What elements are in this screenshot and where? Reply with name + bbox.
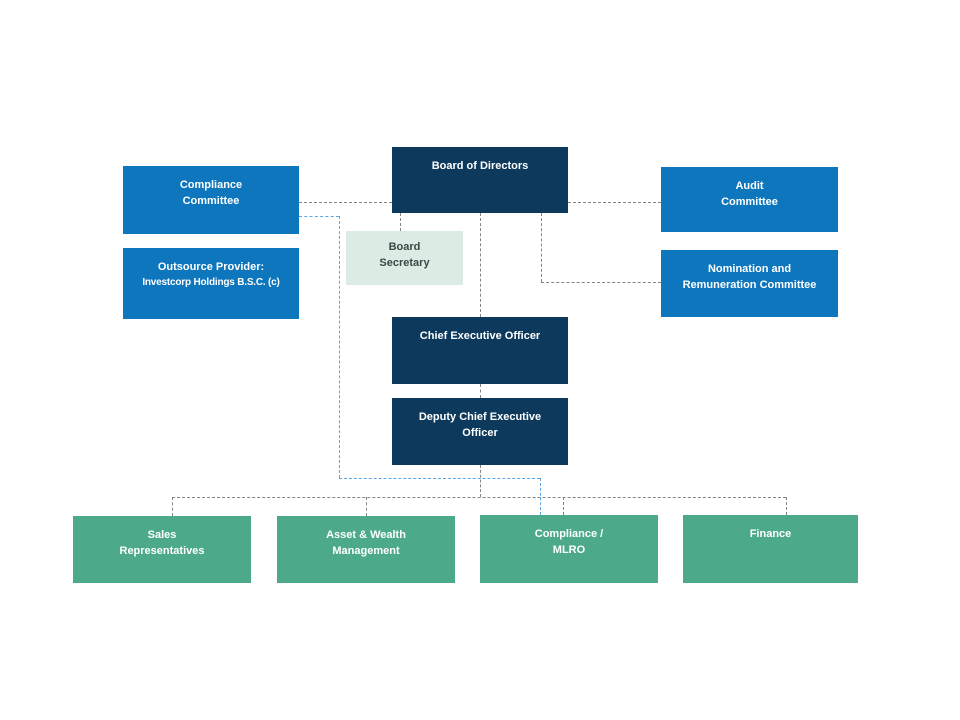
node-label: Finance (749, 528, 792, 540)
node-label: Nomination and (707, 263, 792, 275)
node-label: Asset & Wealth (326, 529, 406, 541)
node-label: Investcorp Holdings B.S.C. (c) (142, 277, 280, 288)
connector-board-to-ceo (480, 213, 481, 317)
connector-board-to-nomination-vertical (541, 213, 542, 282)
connector-bus-to-compliance-mlro (563, 497, 564, 515)
node-label: Compliance / (534, 528, 604, 540)
connector-bus-to-sales (172, 497, 173, 516)
node-label: Outsource Provider: (157, 261, 265, 273)
connector-blue-compliance-to-mlro (540, 478, 541, 515)
node-label: MLRO (552, 544, 586, 556)
node-label: Chief Executive Officer (419, 330, 541, 342)
node-outsource-provider: Outsource Provider: Investcorp Holdings … (123, 248, 299, 319)
node-deputy-chief-executive-officer: Deputy Chief Executive Officer (392, 398, 568, 465)
connector-blue-compliance-horizontal-top (299, 216, 339, 217)
connector-bus-to-finance (786, 497, 787, 515)
node-finance: Finance (683, 515, 858, 583)
node-label: Committee (182, 195, 240, 207)
node-compliance-committee: Compliance Committee (123, 166, 299, 234)
connector-board-to-audit-committee (568, 202, 661, 203)
node-label: Sales (147, 529, 177, 541)
node-board-secretary: Board Secretary (346, 231, 463, 285)
connector-ceo-to-deputy-ceo (480, 384, 481, 398)
connector-deputy-ceo-to-bus (480, 465, 481, 497)
connector-compliance-committee-to-board (299, 202, 392, 203)
connector-blue-compliance-vertical (339, 216, 340, 478)
connector-bus-to-asset-wealth (366, 497, 367, 516)
connector-board-to-board-secretary (400, 213, 401, 231)
node-chief-executive-officer: Chief Executive Officer (392, 317, 568, 384)
connector-bottom-bus (172, 497, 786, 498)
node-audit-committee: Audit Committee (661, 167, 838, 232)
node-label: Remuneration Committee (682, 279, 817, 291)
node-label: Board (388, 241, 421, 253)
node-label: Committee (721, 196, 778, 208)
node-label: Officer (462, 427, 498, 439)
node-label: Compliance (179, 179, 243, 191)
node-label: Secretary (379, 257, 430, 269)
node-label: Audit (735, 180, 764, 192)
node-asset-wealth-management: Asset & Wealth Management (277, 516, 455, 583)
node-label: Management (332, 545, 400, 557)
node-sales-representatives: Sales Representatives (73, 516, 251, 583)
node-label: Representatives (119, 545, 205, 557)
node-label: Board of Directors (431, 160, 529, 172)
node-board-of-directors: Board of Directors (392, 147, 568, 213)
node-nomination-remuneration-committee: Nomination and Remuneration Committee (661, 250, 838, 317)
node-compliance-mlro: Compliance / MLRO (480, 515, 658, 583)
node-label: Deputy Chief Executive (418, 411, 542, 423)
connector-blue-compliance-horizontal-bottom (339, 478, 540, 479)
connector-board-to-nomination-horizontal (541, 282, 661, 283)
